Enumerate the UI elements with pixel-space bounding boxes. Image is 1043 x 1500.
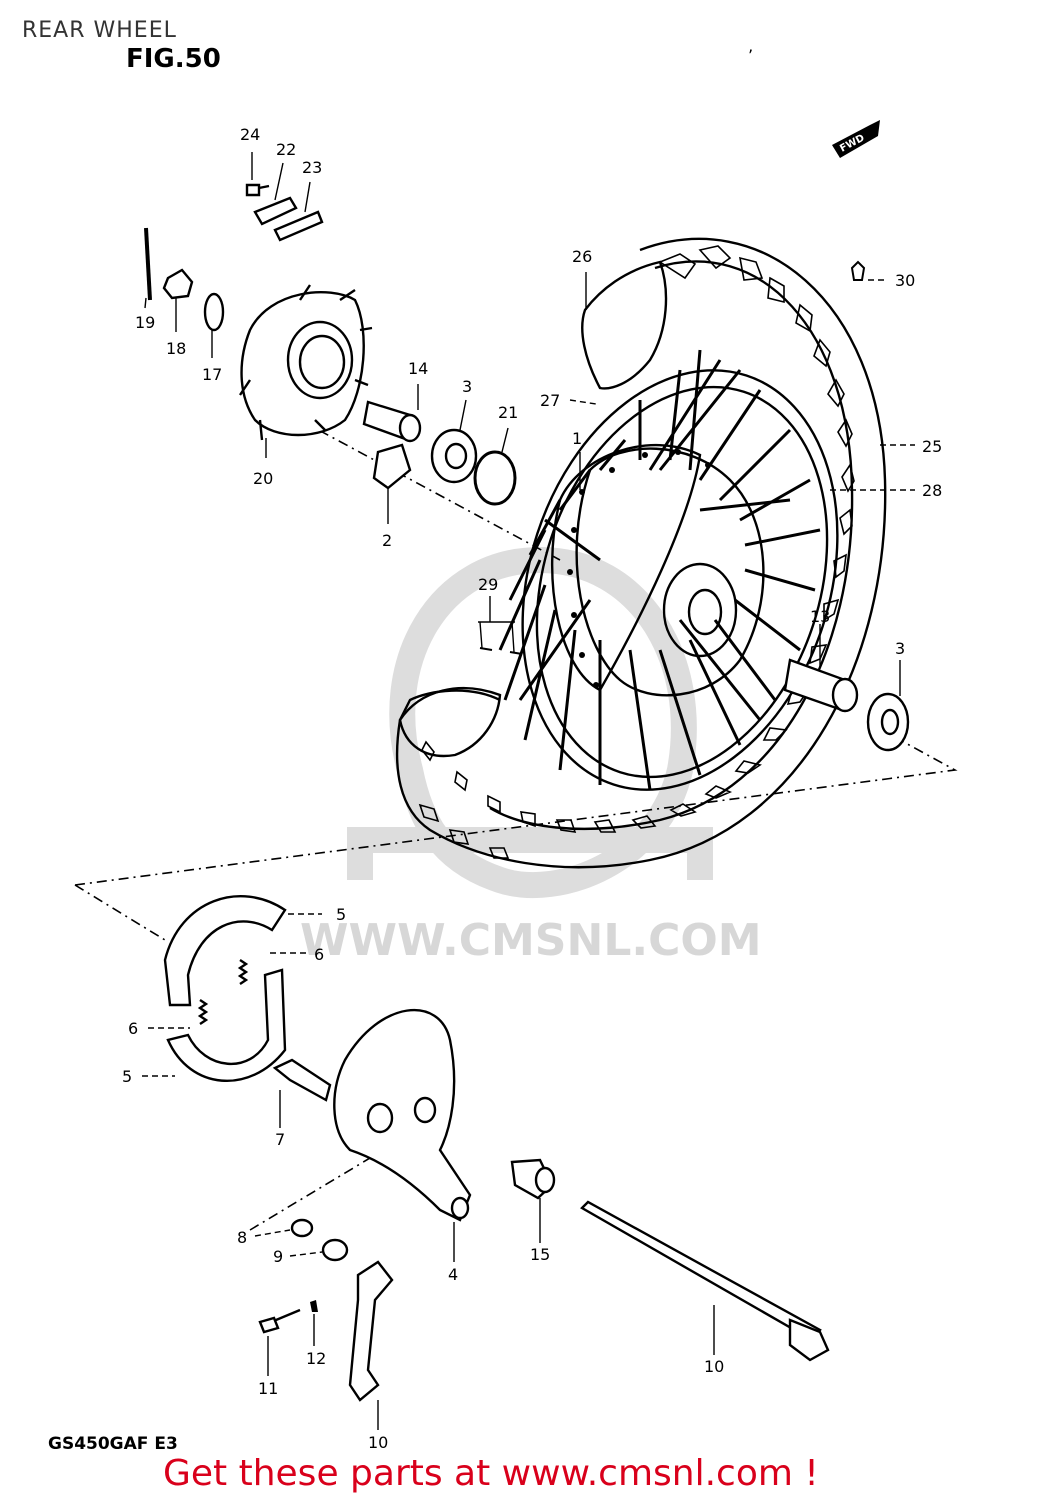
- callout-12: 12: [306, 1349, 326, 1368]
- washer-9: [321, 1238, 349, 1262]
- callout-17: 17: [202, 365, 222, 384]
- callout-22: 22: [276, 140, 296, 159]
- cotter-pin: [144, 227, 152, 301]
- axis-line: [74, 884, 166, 941]
- page-title: REAR WHEEL: [22, 18, 177, 43]
- callout-23: 23: [302, 158, 322, 177]
- tread-pattern: [418, 245, 855, 859]
- callout-4: 4: [448, 1265, 458, 1284]
- callout-10b: 10: [704, 1357, 724, 1376]
- callout-21: 21: [498, 403, 518, 422]
- lock-washer-22: [253, 196, 298, 226]
- callout-3b: 3: [895, 639, 905, 658]
- callout-14: 14: [408, 359, 428, 378]
- hub-body: [575, 447, 765, 697]
- hub-flange: [550, 443, 702, 692]
- callout-28: 28: [922, 481, 942, 500]
- bearing-left: [430, 428, 478, 484]
- figure-label: FIG.50: [126, 44, 221, 74]
- callout-15: 15: [530, 1245, 550, 1264]
- valve-cap: [850, 260, 866, 281]
- tick-mark: ’: [748, 46, 754, 65]
- callout-27: 27: [540, 391, 560, 410]
- brake-panel: [333, 1008, 472, 1222]
- axle-spacer: [783, 658, 859, 713]
- brake-spring: [197, 999, 209, 1025]
- callout-5b: 5: [122, 1067, 132, 1086]
- callout-29: 29: [478, 575, 498, 594]
- callout-10a: 10: [368, 1433, 388, 1452]
- callout-20: 20: [253, 469, 273, 488]
- callout-13: 13: [810, 607, 830, 626]
- washer: [203, 292, 225, 332]
- callout-labels: 24 22 23 19 18 17 20 14 3 21 2 1 26 27 2…: [122, 125, 942, 1452]
- forward-arrow-icon: FWD: [832, 120, 880, 158]
- bearing-right: [866, 692, 910, 752]
- brake-lever: [348, 1260, 394, 1402]
- o-ring: [473, 450, 517, 506]
- leader-lines: [142, 152, 915, 1430]
- callout-9: 9: [273, 1247, 283, 1266]
- hub-center: [662, 562, 738, 658]
- callout-7: 7: [275, 1130, 285, 1149]
- brake-shoe-lower: [166, 968, 287, 1082]
- axis-line: [74, 739, 958, 886]
- axis-line: [249, 1139, 401, 1231]
- wheel-assembly: [395, 237, 887, 869]
- brake-shoe-upper: [163, 895, 287, 1007]
- watermark-text: WWW.CMSNL.COM: [300, 915, 762, 966]
- callout-3a: 3: [462, 377, 472, 396]
- callout-30: 30: [895, 271, 915, 290]
- callout-2: 2: [382, 531, 392, 550]
- brake-spring: [237, 959, 249, 985]
- lock-plate-23: [273, 210, 324, 242]
- tire-cut-edge: [398, 687, 502, 758]
- spoke-nipples: [479, 647, 523, 655]
- sprocket-drum: [239, 284, 373, 441]
- callout-19: 19: [135, 313, 155, 332]
- callout-25: 25: [922, 437, 942, 456]
- get-parts-link[interactable]: Get these parts at www.cmsnl.com !: [163, 1453, 819, 1494]
- callout-8: 8: [237, 1228, 247, 1247]
- callout-1: 1: [572, 429, 582, 448]
- bolt-24: [245, 183, 270, 197]
- watermark-logo-shape: [347, 827, 713, 880]
- axis-line: [299, 419, 561, 561]
- castle-nut: [162, 268, 194, 300]
- callout-26: 26: [572, 247, 592, 266]
- pin-12: [310, 1300, 318, 1312]
- rear-axle: [580, 1200, 830, 1362]
- tire-cut-edge: [581, 260, 668, 390]
- model-code: GS450GAF E3: [48, 1434, 178, 1454]
- tire-outline: [395, 237, 887, 869]
- callout-24: 24: [240, 125, 260, 144]
- rim-outer: [521, 369, 839, 791]
- spoke: [498, 349, 821, 791]
- rim-inner: [535, 385, 829, 779]
- callout-5a: 5: [336, 905, 346, 924]
- callout-6a: 6: [314, 945, 324, 964]
- hub-bore: [687, 588, 723, 636]
- callout-6b: 6: [128, 1019, 138, 1038]
- callout-18: 18: [166, 339, 186, 358]
- brake-cam: [272, 1058, 332, 1102]
- spacer-15: [510, 1158, 556, 1200]
- callout-11: 11: [258, 1379, 278, 1398]
- tire-outline: [489, 260, 854, 831]
- nut-8: [290, 1218, 314, 1238]
- drum-cushion: [362, 400, 422, 443]
- bushing: [372, 443, 412, 490]
- bolt-11: [258, 1308, 301, 1334]
